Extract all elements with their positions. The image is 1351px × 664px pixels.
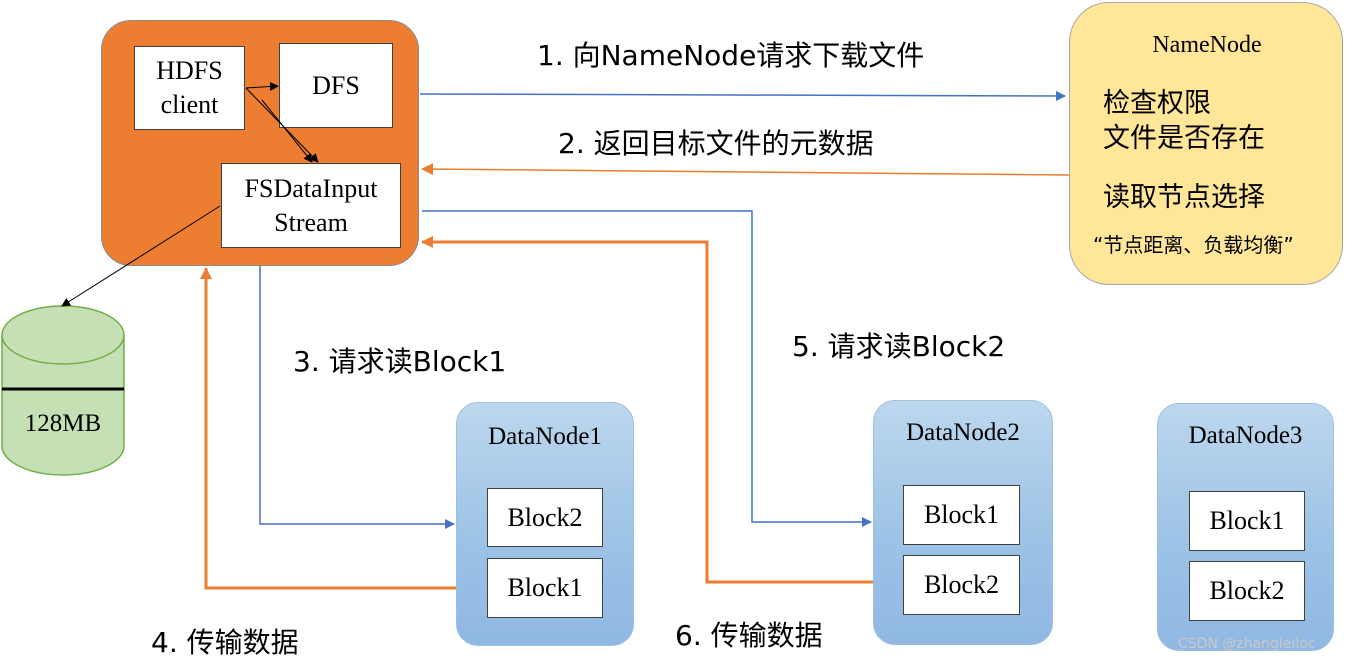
step3-label: 3. 请求读Block1 (293, 345, 507, 378)
arrow-step1 (419, 90, 1066, 101)
dfs-box: DFS (279, 43, 393, 128)
arrow-step2 (421, 163, 1070, 176)
hdfs-client-label: HDFS client (156, 56, 223, 119)
datanode1-block-b: Block1 (487, 558, 603, 618)
arrow-step4 (200, 267, 456, 590)
disk-label: 128MB (24, 410, 102, 437)
step5-label: 5. 请求读Block2 (792, 330, 1006, 363)
datanode2-block-b: Block2 (903, 555, 1020, 615)
watermark: CSDN @zhangleiloc (1178, 636, 1316, 652)
namenode-title: NameNode (1152, 32, 1262, 58)
namenode-selection-criteria: “节点距离、负载均衡” (1093, 233, 1294, 257)
dfs-label: DFS (312, 70, 360, 100)
datanode3-block-b: Block2 (1189, 561, 1305, 621)
step6-label: 6. 传输数据 (675, 619, 823, 652)
namenode-check-permission: 检查权限 (1103, 88, 1211, 119)
datanode1-title: DataNode1 (488, 423, 602, 450)
step2-label: 2. 返回目标文件的元数据 (558, 127, 874, 160)
datanode3-block-a: Block1 (1189, 491, 1305, 551)
step1-label: 1. 向NameNode请求下载文件 (537, 39, 925, 72)
namenode-node-selection: 读取节点选择 (1103, 182, 1265, 213)
hdfs-client-box: HDFS client (134, 46, 245, 130)
namenode-check-file-exists: 文件是否存在 (1103, 123, 1265, 154)
fsdatainputstream-label: FSDataInput Stream (244, 173, 378, 237)
datanode2-title: DataNode2 (906, 419, 1020, 446)
datanode3-title: DataNode3 (1188, 422, 1303, 449)
namenode: NameNode 检查权限 文件是否存在 读取节点选择 “节点距离、负载均衡” (1069, 2, 1343, 285)
arrow-step3 (259, 266, 455, 529)
fsdatainputstream-box: FSDataInput Stream (221, 163, 401, 248)
datanode1-block-a: Block2 (487, 488, 603, 547)
datanode2-block-a: Block1 (903, 485, 1020, 545)
step4-label: 4. 传输数据 (151, 626, 299, 659)
